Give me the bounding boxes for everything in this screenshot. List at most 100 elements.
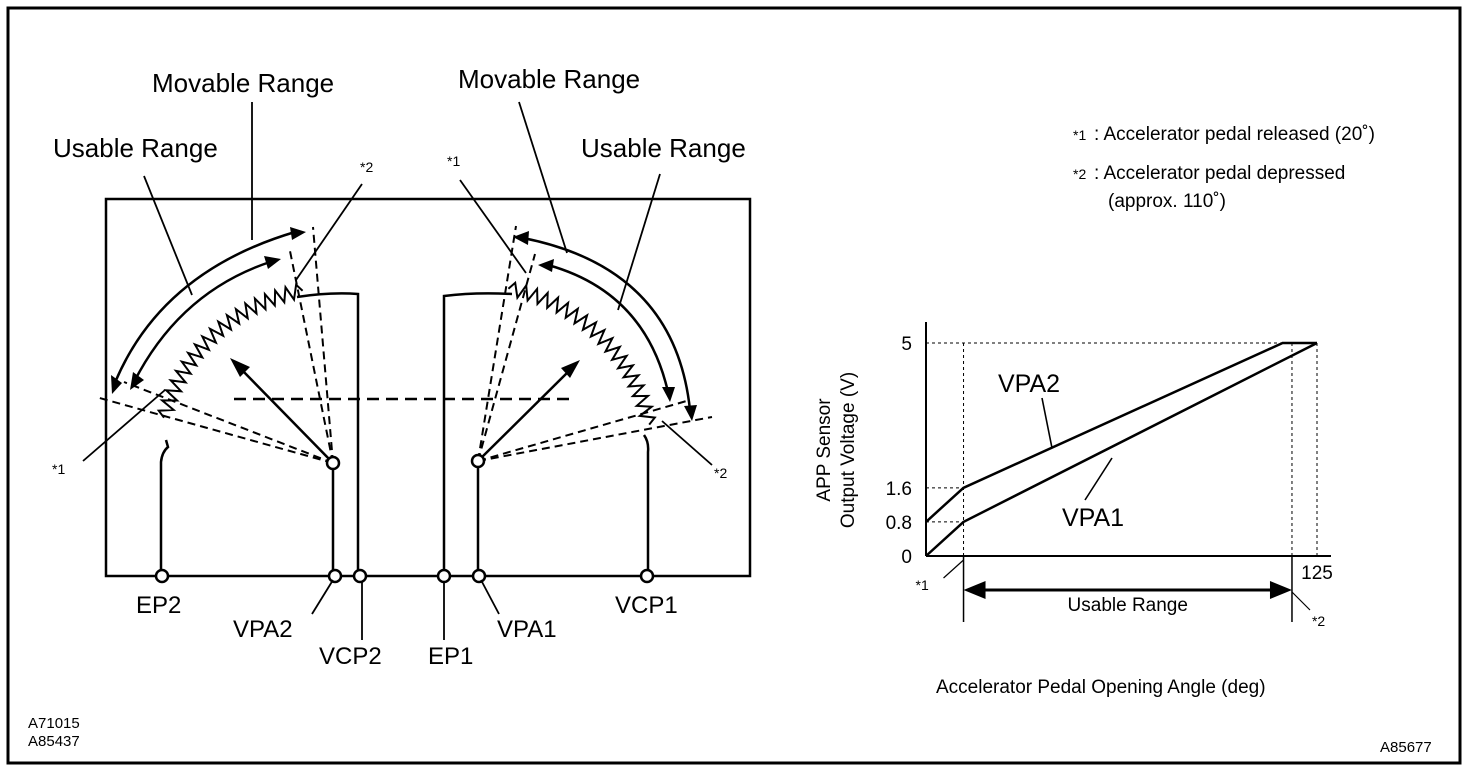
movable-arc-left-arrowhead-b	[290, 227, 306, 240]
vpa1-leader	[480, 579, 500, 615]
wiper-right	[477, 369, 571, 462]
series-label-vpa1: VPA1	[1062, 504, 1124, 532]
movable-range-left-label: Movable Range	[152, 68, 334, 98]
series-line-vpa2	[925, 341, 1317, 523]
figure-code-2: A85437	[28, 733, 80, 750]
movable-arc-left-arrowhead-a	[111, 375, 122, 394]
dash-right-4	[477, 416, 713, 462]
usable-range-left-label: Usable Range	[53, 133, 218, 163]
note-3-text: (approx. 110˚)	[1108, 191, 1226, 212]
movable-right-leader	[518, 101, 568, 254]
usable-range-arrowhead-right	[1269, 581, 1292, 599]
usable-arc-left	[132, 260, 271, 383]
dash-right-2	[477, 253, 536, 462]
dash-right-3	[477, 399, 691, 462]
usable-range-label: Usable Range	[1068, 595, 1188, 616]
wiper-left-arrowhead	[230, 358, 250, 377]
usable-left-leader	[143, 175, 193, 296]
app-sensor-chart: APP Sensor Output Voltage (V) Accelerato…	[814, 322, 1432, 756]
usable-arc-right-arrowhead-a	[538, 259, 554, 272]
figure-code-1: A71015	[28, 715, 80, 732]
wiper-right-arrowhead	[561, 360, 580, 378]
terminal-dots	[154, 568, 655, 584]
ep2-lead	[159, 439, 170, 576]
star2-right-leader	[661, 420, 713, 466]
x-marker-1-leader	[943, 559, 964, 579]
y-tick-label: 1.6	[886, 479, 912, 500]
star1-right-leader	[459, 179, 527, 274]
note-1-text: : Accelerator pedal released (20˚)	[1094, 124, 1375, 145]
dash-left-1	[95, 396, 334, 464]
sensor-diagram: Movable Range Movable Range Usable Range…	[28, 64, 752, 750]
x-marker-label: *2	[1312, 613, 1325, 629]
vpa2-leader	[311, 579, 334, 615]
movable-arc-right-arrowhead-b	[684, 405, 697, 421]
series-leader-vpa2	[1041, 397, 1053, 449]
note-2-marker: *2	[1073, 166, 1086, 182]
star2-right-label: *2	[714, 465, 727, 481]
note-1-marker: *1	[1073, 127, 1086, 143]
x-axis-label: Accelerator Pedal Opening Angle (deg)	[936, 677, 1266, 698]
movable-arc-right	[522, 236, 692, 411]
outer-frame	[6, 6, 1462, 765]
series-leader-vpa1	[1084, 457, 1113, 501]
sensor-vpa2	[95, 226, 360, 576]
terminal-vpa2-dot	[327, 568, 343, 584]
usable-arc-left-arrowhead-b	[264, 256, 281, 269]
dash-left-4	[312, 226, 334, 464]
usable-right-leader	[617, 173, 661, 311]
movable-arc-left	[112, 230, 296, 386]
terminal-ep1-dot	[436, 568, 452, 584]
star2-left-label: *2	[360, 159, 373, 175]
dash-left-3	[289, 250, 334, 464]
star1-left-leader	[82, 389, 166, 462]
terminal-ep1-label: EP1	[428, 643, 473, 670]
usable-range-right-label: Usable Range	[581, 133, 746, 163]
wiper-left	[239, 367, 334, 464]
star1-left-label: *1	[52, 461, 65, 477]
star1-right-label: *1	[447, 153, 460, 169]
ep1-lead	[442, 292, 513, 576]
note-2-text: : Accelerator pedal depressed	[1094, 163, 1345, 184]
series-label-vpa2: VPA2	[998, 370, 1060, 398]
sensor-vpa1	[442, 225, 713, 576]
usable-arc-left-arrowhead-a	[130, 372, 144, 390]
series-line-vpa1	[925, 341, 1318, 557]
usable-range-arrowhead-left	[963, 581, 986, 599]
terminal-vcp2-dot	[352, 568, 368, 584]
x-marker-2-leader	[1291, 591, 1311, 611]
pivot-right	[470, 453, 486, 469]
dash-left-2	[123, 381, 334, 464]
vcp1-lead	[642, 434, 650, 576]
usable-arc-right	[547, 263, 670, 393]
y-axis-label-line2: Output Voltage (V)	[838, 372, 859, 528]
usable-arc-right-arrowhead-b	[662, 387, 675, 402]
terminal-vpa2-label: VPA2	[233, 616, 293, 643]
x-marker-label: *1	[916, 577, 929, 593]
y-tick-label: 0	[901, 547, 912, 568]
terminal-vcp1-dot	[639, 568, 655, 584]
resistor-track-right	[507, 280, 657, 426]
terminal-ep2-label: EP2	[136, 592, 181, 619]
terminal-vpa1-dot	[471, 568, 487, 584]
pivot-left	[325, 455, 341, 471]
terminal-vpa1-label: VPA1	[497, 616, 557, 643]
resistor-track-left	[156, 282, 304, 419]
terminal-vcp1-label: VCP1	[615, 592, 678, 619]
star2-left-leader	[295, 183, 363, 281]
sensor-housing	[104, 197, 752, 578]
y-tick-label: 5	[901, 334, 912, 355]
y-axis-label-line1: APP Sensor	[814, 398, 835, 502]
notes-block: *1 : Accelerator pedal released (20˚) *2…	[1073, 124, 1375, 212]
x-tick-label: 125	[1301, 563, 1333, 584]
terminal-ep2-dot	[154, 568, 170, 584]
vcp2-lead	[296, 292, 360, 576]
y-tick-label: 0.8	[886, 513, 912, 534]
movable-range-right-label: Movable Range	[458, 64, 640, 94]
chart-figure-code: A85677	[1380, 739, 1432, 756]
dash-right-1	[477, 225, 517, 462]
terminal-vcp2-label: VCP2	[319, 643, 382, 670]
movable-arc-right-arrowhead-a	[513, 231, 529, 245]
